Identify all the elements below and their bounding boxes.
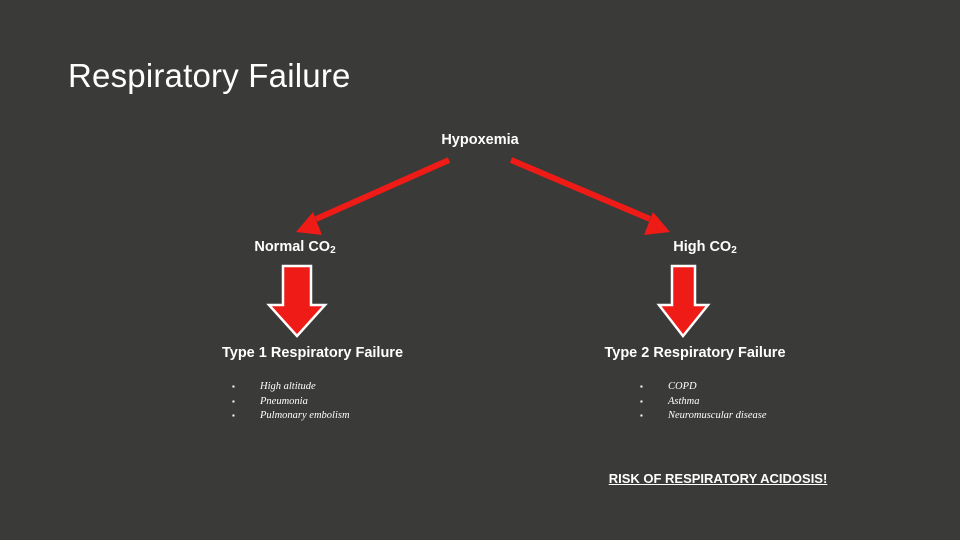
bullet-marker-icon: ▪ (232, 411, 235, 421)
bullet-marker-icon: ▪ (640, 411, 643, 421)
list-item-label: High altitude (260, 381, 316, 392)
arrow-high-to-type2 (656, 264, 711, 339)
list-item-label: Asthma (668, 395, 700, 407)
list-item: ▪ High altitude (232, 380, 350, 395)
bullet-list-type1: ▪ High altitude ▪ Pneumonia ▪ Pulmonary … (232, 380, 350, 424)
list-item: ▪ Pneumonia (232, 395, 350, 410)
node-high-co2-subscript: 2 (731, 245, 737, 256)
bullet-marker-icon: ▪ (232, 382, 235, 391)
warning-text: RISK OF RESPIRATORY ACIDOSIS! (608, 471, 828, 486)
arrow-hypoxemia-to-high (509, 157, 670, 235)
bullet-list-type2: ▪ COPD ▪ Asthma ▪ Neuromuscular disease (640, 380, 766, 424)
list-item: ▪ Asthma (640, 395, 766, 410)
bullet-marker-icon: ▪ (640, 382, 643, 391)
node-high-co2: High CO2 (570, 239, 840, 256)
bullet-marker-icon: ▪ (640, 396, 643, 406)
node-hypoxemia: Hypoxemia (441, 132, 519, 148)
node-type1-respiratory-failure: Type 1 Respiratory Failure (221, 345, 404, 361)
node-normal-co2-subscript: 2 (330, 245, 336, 256)
arrow-hypoxemia-to-normal (296, 157, 451, 235)
node-type2-respiratory-failure: Type 2 Respiratory Failure (604, 345, 786, 361)
list-item: ▪ Pulmonary embolism (232, 409, 350, 424)
list-item-label: Pulmonary embolism (260, 410, 350, 422)
list-item: ▪ Neuromuscular disease (640, 409, 766, 424)
page-title: Respiratory Failure (68, 57, 351, 94)
node-normal-co2: Normal CO2 (160, 239, 430, 256)
list-item-label: COPD (668, 381, 697, 392)
arrow-normal-to-type1 (266, 264, 328, 338)
bullet-marker-icon: ▪ (232, 396, 235, 406)
node-high-co2-label: High CO (673, 239, 732, 255)
list-item-label: Pneumonia (260, 395, 308, 407)
list-item-label: Neuromuscular disease (668, 410, 767, 422)
node-normal-co2-label: Normal CO (254, 239, 331, 255)
list-item: ▪ COPD (640, 380, 766, 395)
